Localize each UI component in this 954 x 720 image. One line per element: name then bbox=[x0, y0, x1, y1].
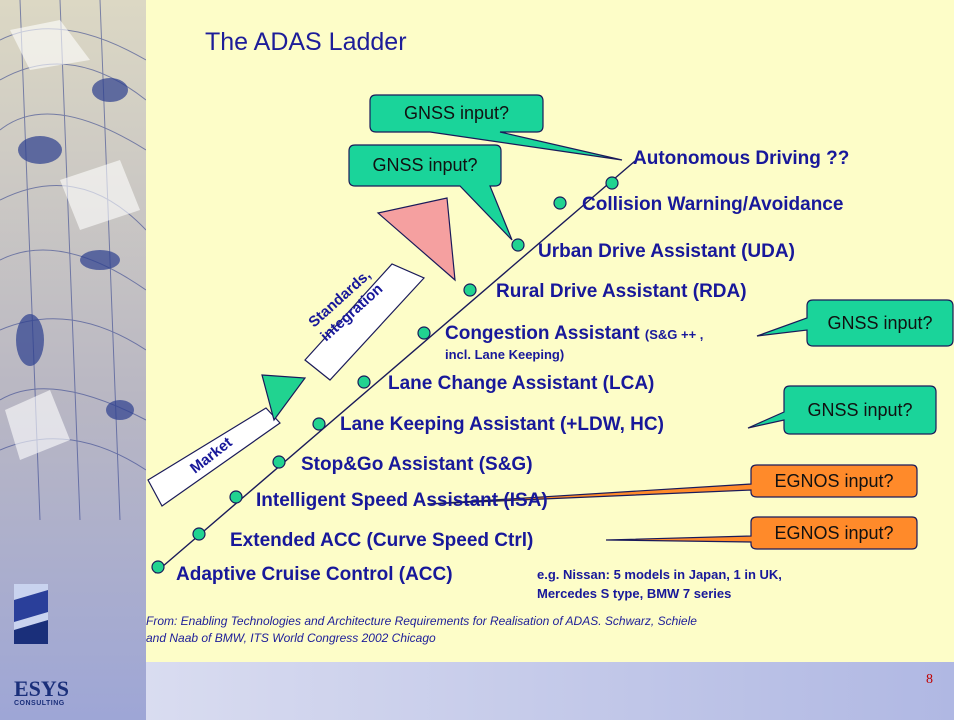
standards-arrow-shaft bbox=[304, 263, 426, 381]
step-congestion-suffix: (S&G ++ , bbox=[644, 327, 704, 342]
step-autonomous-driving: Autonomous Driving ?? bbox=[633, 148, 850, 169]
ladder-step-dot bbox=[605, 176, 619, 190]
source-line-2: and Naab of BMW, ITS World Congress 2002… bbox=[146, 631, 436, 645]
market-arrow-head bbox=[261, 374, 307, 422]
step-extended-acc: Extended ACC (Curve Speed Ctrl) bbox=[230, 530, 534, 551]
step-congestion-label: Congestion Assistant bbox=[445, 323, 640, 344]
step-stop-go: Stop&Go Assistant (S&G) bbox=[301, 454, 533, 475]
ladder-line bbox=[154, 160, 636, 574]
gnss-callout-uda: GNSS input? bbox=[372, 155, 478, 175]
step-isa: Intelligent Speed Assistant (ISA) bbox=[256, 490, 548, 511]
step-collision-warning: Collision Warning/Avoidance bbox=[582, 194, 844, 215]
ladder-step-dot bbox=[511, 238, 525, 252]
egnos-callout-acc-shape bbox=[605, 516, 918, 550]
standards-arrow-head bbox=[376, 197, 456, 282]
ladder-step-dot bbox=[312, 417, 326, 431]
esys-logo-mark bbox=[14, 584, 48, 644]
gnss-callout-lka: GNSS input? bbox=[807, 399, 913, 420]
gnss-callout-uda-shape bbox=[348, 144, 513, 241]
market-arrow-shaft bbox=[147, 407, 281, 507]
gnss-callout-top-shape bbox=[369, 94, 623, 161]
footer-band bbox=[146, 662, 954, 720]
ladder-step-dot bbox=[151, 560, 165, 574]
esys-logo-subtext: CONSULTING bbox=[14, 700, 65, 707]
ladder-step-dot bbox=[553, 196, 567, 210]
source-citation: From: Enabling Technologies and Architec… bbox=[146, 613, 766, 647]
egnos-callout-acc: EGNOS input? bbox=[774, 522, 894, 543]
page-number: 8 bbox=[926, 672, 933, 687]
decorative-side-strip bbox=[0, 0, 146, 720]
ladder-step-dot bbox=[417, 326, 431, 340]
egnos-callout-isa: EGNOS input? bbox=[774, 470, 894, 491]
step-rda: Rural Drive Assistant (RDA) bbox=[496, 281, 747, 302]
ladder-step-dot bbox=[229, 490, 243, 504]
step-uda: Urban Drive Assistant (UDA) bbox=[538, 241, 795, 262]
ladder-step-dot bbox=[357, 375, 371, 389]
esys-logo-text: ESYS bbox=[14, 676, 70, 701]
ladder-step-dot bbox=[272, 455, 286, 469]
gnss-callout-lka-shape bbox=[747, 385, 937, 435]
step-congestion: Congestion Assistant (S&G ++ , bbox=[445, 323, 703, 345]
acc-note-line2: Mercedes S type, BMW 7 series bbox=[537, 586, 732, 601]
ladder-step-dot bbox=[463, 283, 477, 297]
step-lka: Lane Keeping Assistant (+LDW, HC) bbox=[340, 414, 664, 435]
acc-note-line1: e.g. Nissan: 5 models in Japan, 1 in UK, bbox=[537, 567, 782, 582]
ladder-step-dot bbox=[192, 527, 206, 541]
slide-title: The ADAS Ladder bbox=[205, 28, 407, 56]
gnss-callout-congestion-shape bbox=[756, 299, 954, 347]
step-congestion-line2: incl. Lane Keeping) bbox=[445, 347, 565, 362]
step-acc: Adaptive Cruise Control (ACC) bbox=[176, 564, 453, 585]
source-line-1: From: Enabling Technologies and Architec… bbox=[146, 614, 697, 628]
gnss-callout-congestion: GNSS input? bbox=[827, 312, 933, 333]
egnos-callout-isa-shape bbox=[427, 464, 918, 505]
step-lca: Lane Change Assistant (LCA) bbox=[388, 373, 655, 394]
decorative-pattern-graphic bbox=[0, 0, 146, 644]
gnss-callout-top: GNSS input? bbox=[403, 103, 510, 123]
